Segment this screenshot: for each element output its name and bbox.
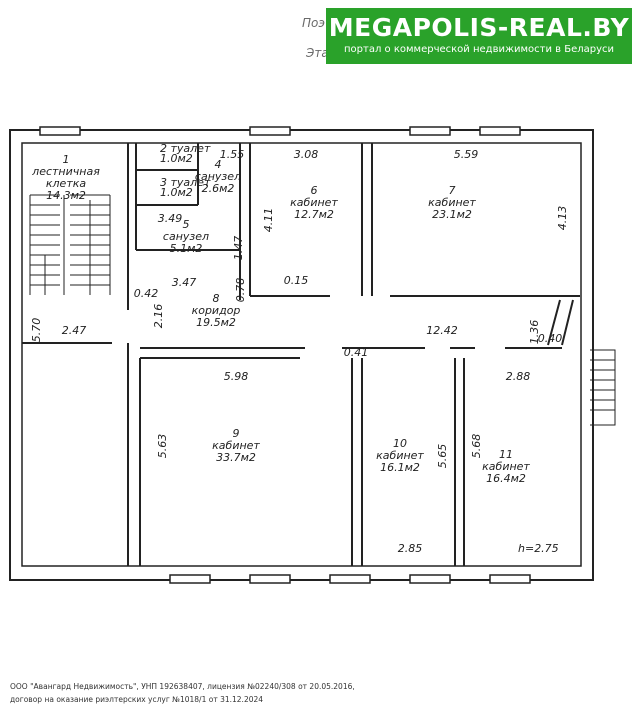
room-area: 5.1м2 (170, 242, 203, 255)
dimension-label: 3.47 (172, 276, 197, 289)
dimension-label: 5.63 (156, 434, 169, 459)
room-number: 7 (449, 184, 456, 197)
corridor-right-wall (547, 299, 574, 346)
room-area: 16.1м2 (380, 461, 420, 474)
footer-license: ООО "Авангард Недвижимость", УНП 1926384… (10, 682, 355, 691)
room-area: 1.0м2 (160, 186, 193, 199)
window (39, 126, 81, 136)
window (409, 126, 451, 136)
walls (9, 129, 594, 581)
room-number: 10 (393, 437, 407, 450)
room-area: 23.1м2 (432, 208, 472, 221)
dimension-label: 3.49 (158, 212, 183, 225)
room-number: 1 (63, 153, 70, 166)
window (249, 126, 291, 136)
dimension-label: 0.42 (134, 287, 159, 300)
dimension-label: 4.13 (556, 206, 569, 231)
outer-wall (9, 129, 594, 581)
dimension-label: 5.98 (224, 370, 249, 383)
room-name: санузел (195, 170, 241, 183)
dimension-labels: 1.55 3.08 5.59 4.11 4.13 3.49 1.47 3.47 0.78 0.15… (30, 148, 569, 555)
window (479, 126, 521, 136)
room-area: 1.0м2 (160, 152, 193, 165)
dimension-label: 5.65 (436, 444, 449, 469)
ceiling-height: h=2.75 (518, 542, 559, 555)
room-number: 5 (183, 218, 190, 231)
dimension-label: 2.16 (152, 304, 165, 329)
room-area: 16.4м2 (486, 472, 526, 485)
room-area: 19.5м2 (196, 316, 236, 329)
room-area: 12.7м2 (294, 208, 334, 221)
room-name: 3 туалет (160, 176, 211, 189)
stairs-external (590, 349, 616, 426)
room-name: лестничная (31, 165, 100, 178)
footer-contract: договор на оказание риэлтерских услуг №1… (10, 695, 264, 704)
dimension-label: 5.68 (470, 434, 483, 459)
site-logo-subtitle: портал о коммерческой недвижимости в Бел… (344, 44, 614, 55)
room-number: 8 (213, 292, 220, 305)
dimension-label: 2.88 (506, 370, 531, 383)
room-number: 6 (311, 184, 318, 197)
dimension-label: 0.40 (538, 332, 563, 345)
room-name: 2 туалет (160, 142, 211, 155)
room-name: клетка (46, 177, 86, 190)
dimension-label: 3.08 (294, 148, 319, 161)
room-area: 14.3м2 (46, 189, 86, 202)
room-number: 4 (215, 158, 222, 171)
dimension-label: 2.85 (398, 542, 423, 555)
room-number: 9 (233, 427, 240, 440)
dimension-label: 12.42 (426, 324, 458, 337)
room-area: 33.7м2 (216, 451, 256, 464)
dimension-label: 5.70 (30, 318, 43, 343)
stairs (29, 194, 616, 426)
room-name: кабинет (428, 196, 476, 209)
dimension-label: 0.78 (234, 278, 247, 303)
inner-outer-wall (21, 142, 582, 567)
room-number: 11 (499, 448, 513, 461)
room-name: кабинет (482, 460, 530, 473)
window (409, 574, 451, 584)
windows (39, 126, 531, 584)
lower-room-walls (139, 357, 465, 566)
room-name: санузел (163, 230, 209, 243)
dimension-label: 0.41 (344, 346, 369, 359)
window (489, 574, 531, 584)
site-logo[interactable]: MEGAPOLIS-REAL.BY портал о коммерческой … (326, 8, 632, 64)
dimension-label: 2.47 (62, 324, 87, 337)
room-name: кабинет (212, 439, 260, 452)
bathroom-walls (135, 143, 251, 300)
dimension-label: 0.15 (284, 274, 309, 287)
dimension-label: 1.47 (232, 236, 245, 261)
dimension-label: 1.55 (220, 148, 245, 161)
window (169, 574, 211, 584)
plan-header-label: Поэ (302, 16, 325, 30)
stair-room-wall-lower (22, 342, 129, 566)
room-name: коридор (192, 304, 241, 317)
room-name: кабинет (290, 196, 338, 209)
room-area: 2.6м2 (202, 182, 235, 195)
window (329, 574, 371, 584)
stairs-main (29, 194, 111, 295)
window (249, 574, 291, 584)
office-6-7-walls (250, 143, 580, 297)
dimension-label: 1.36 (528, 320, 541, 345)
site-logo-title: MEGAPOLIS-REAL.BY (328, 13, 630, 42)
room-name: кабинет (376, 449, 424, 462)
dimension-label: 5.59 (454, 148, 479, 161)
dimension-label: 4.11 (262, 208, 275, 233)
